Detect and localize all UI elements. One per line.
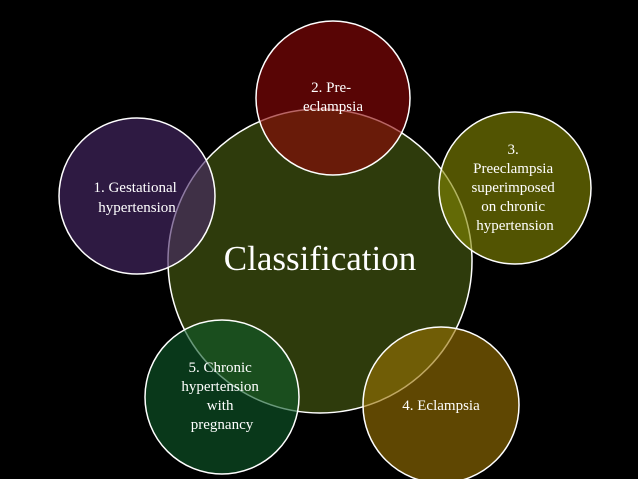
node-gestational-hypertension: 1. Gestational hypertension xyxy=(58,117,216,275)
node-3-line-1: 3. xyxy=(508,142,519,158)
node-2-line-2: eclampsia xyxy=(303,99,363,115)
node-5-line-2: hypertension xyxy=(181,379,259,395)
node-label-3: 3. Preeclampsia superimposed on chronic … xyxy=(471,142,558,234)
node-2-line-1: 2. Pre- xyxy=(311,80,351,96)
node-1-line-2: hypertension xyxy=(98,200,176,216)
node-circle-4 xyxy=(362,326,520,479)
node-preeclampsia-superimposed: 3. Preeclampsia superimposed on chronic … xyxy=(438,111,592,265)
node-label-4: 4. Eclampsia xyxy=(402,398,480,414)
node-label-1: 1. Gestational hypertension xyxy=(93,180,180,216)
node-pre-eclampsia: 2. Pre- eclampsia xyxy=(255,20,411,176)
node-circle-5 xyxy=(144,319,300,475)
node-3-line-4: on chronic xyxy=(481,199,545,215)
node-1-line-1: 1. Gestational xyxy=(93,180,176,196)
node-5-line-3: with xyxy=(207,398,234,414)
center-label: Classification xyxy=(224,239,416,278)
node-circle-3 xyxy=(438,111,592,265)
node-3-line-3: superimposed xyxy=(471,180,555,196)
node-chronic-hypertension: 5. Chronic hypertension with pregnancy xyxy=(144,319,300,475)
node-circle-1 xyxy=(58,117,216,275)
node-circle-2 xyxy=(255,20,411,176)
node-3-line-5: hypertension xyxy=(476,218,554,234)
node-eclampsia: 4. Eclampsia xyxy=(362,326,520,479)
node-label-5: 5. Chronic hypertension with pregnancy xyxy=(181,360,262,433)
node-3-line-2: Preeclampsia xyxy=(473,161,553,177)
node-5-line-4: pregnancy xyxy=(191,417,254,433)
node-label-2: 2. Pre- eclampsia xyxy=(303,80,363,115)
node-4-line-1: 4. Eclampsia xyxy=(402,398,480,414)
node-5-line-1: 5. Chronic xyxy=(188,360,252,376)
